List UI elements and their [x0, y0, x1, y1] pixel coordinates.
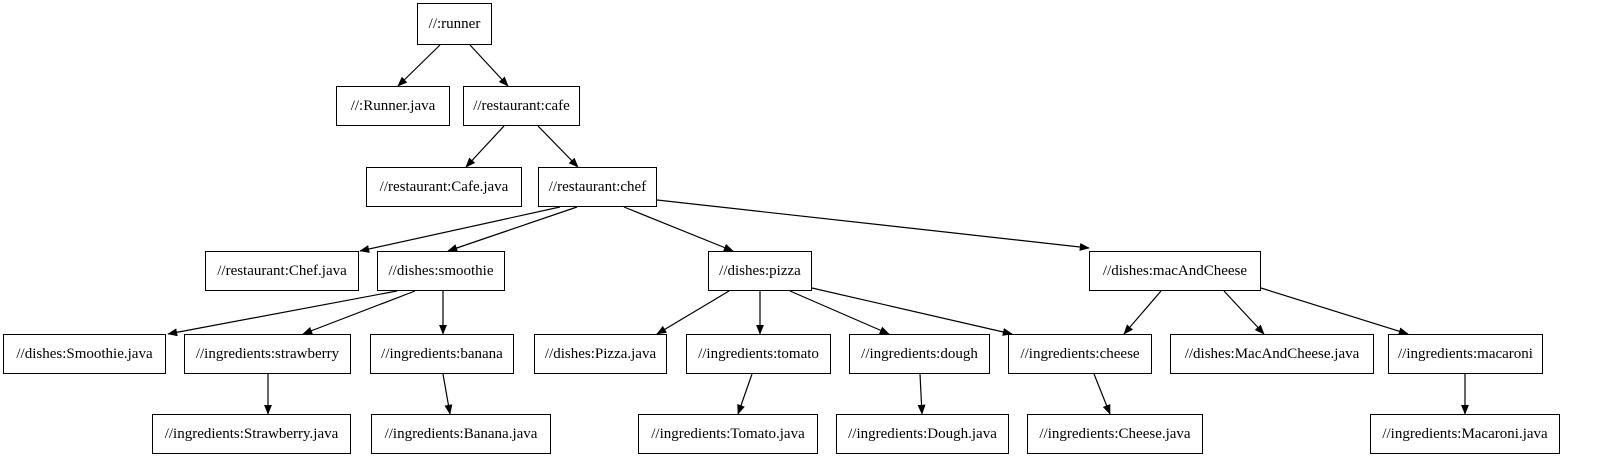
graph-node-label: //dishes:macAndCheese	[1102, 262, 1248, 279]
graph-node-restaurant_cafe_java[interactable]: //restaurant:Cafe.java	[366, 167, 522, 207]
graph-node-label: //:Runner.java	[350, 97, 436, 114]
graph-node-label: //dishes:pizza	[719, 262, 801, 279]
graph-node-runner_java[interactable]: //:Runner.java	[336, 86, 450, 126]
graph-node-restaurant_cafe[interactable]: //restaurant:cafe	[463, 86, 580, 126]
graph-node-label: //ingredients:Tomato.java	[651, 425, 805, 442]
graph-node-label: //ingredients:banana	[381, 345, 503, 362]
graph-node-label: //ingredients:strawberry	[195, 345, 340, 362]
graph-node-dishes_macandcheese[interactable]: //dishes:macAndCheese	[1089, 251, 1261, 291]
graph-node-label: //ingredients:cheese	[1020, 345, 1140, 362]
graph-node-label: //ingredients:macaroni	[1398, 345, 1533, 362]
graph-node-label: //ingredients:Banana.java	[384, 425, 538, 442]
graph-node-ing_dough[interactable]: //ingredients:dough	[849, 334, 990, 374]
graph-node-ing_macaroni[interactable]: //ingredients:macaroni	[1388, 334, 1543, 374]
graph-node-dishes_smoothie[interactable]: //dishes:smoothie	[377, 251, 505, 291]
graph-node-ing_macaroni_java[interactable]: //ingredients:Macaroni.java	[1370, 414, 1560, 454]
graph-node-restaurant_chef_java[interactable]: //restaurant:Chef.java	[205, 251, 359, 291]
graph-node-ing_banana[interactable]: //ingredients:banana	[370, 334, 514, 374]
graph-node-restaurant_chef[interactable]: //restaurant:chef	[538, 167, 657, 207]
graph-node-ing_banana_java[interactable]: //ingredients:Banana.java	[371, 414, 551, 454]
graph-node-label: //dishes:Pizza.java	[544, 345, 657, 362]
graph-node-ing_tomato[interactable]: //ingredients:tomato	[686, 334, 831, 374]
graph-node-label: //restaurant:Chef.java	[217, 262, 347, 279]
graph-node-label: //dishes:MacAndCheese.java	[1184, 345, 1360, 362]
graph-node-ing_dough_java[interactable]: //ingredients:Dough.java	[836, 414, 1009, 454]
graph-node-label: //dishes:Smoothie.java	[16, 345, 153, 362]
graph-node-dishes_pizza[interactable]: //dishes:pizza	[708, 251, 812, 291]
graph-node-ing_strawberry[interactable]: //ingredients:strawberry	[184, 334, 351, 374]
graph-node-label: //restaurant:chef	[548, 178, 647, 195]
graph-node-ing_tomato_java[interactable]: //ingredients:Tomato.java	[638, 414, 818, 454]
graph-node-label: //:runner	[428, 15, 481, 32]
graph-node-dishes_macandcheese_java[interactable]: //dishes:MacAndCheese.java	[1170, 334, 1374, 374]
graph-node-label: //ingredients:Cheese.java	[1039, 425, 1191, 442]
graph-node-label: //ingredients:dough	[861, 345, 978, 362]
graph-node-label: //ingredients:Dough.java	[848, 425, 997, 442]
graph-node-runner[interactable]: //:runner	[417, 3, 492, 45]
graph-node-dishes_pizza_java[interactable]: //dishes:Pizza.java	[534, 334, 667, 374]
graph-node-label: //dishes:smoothie	[388, 262, 494, 279]
graph-node-ing_cheese_java[interactable]: //ingredients:Cheese.java	[1027, 414, 1203, 454]
graph-node-label: //restaurant:cafe	[473, 97, 570, 114]
graph-node-ing_cheese[interactable]: //ingredients:cheese	[1008, 334, 1152, 374]
graph-node-label: //ingredients:tomato	[698, 345, 819, 362]
graph-node-label: //ingredients:Strawberry.java	[164, 425, 339, 442]
graph-node-label: //restaurant:Cafe.java	[379, 178, 509, 195]
graph-node-label: //ingredients:Macaroni.java	[1382, 425, 1548, 442]
graph-node-ing_strawberry_java[interactable]: //ingredients:Strawberry.java	[152, 414, 351, 454]
graph-node-dishes_smoothie_java[interactable]: //dishes:Smoothie.java	[3, 334, 166, 374]
